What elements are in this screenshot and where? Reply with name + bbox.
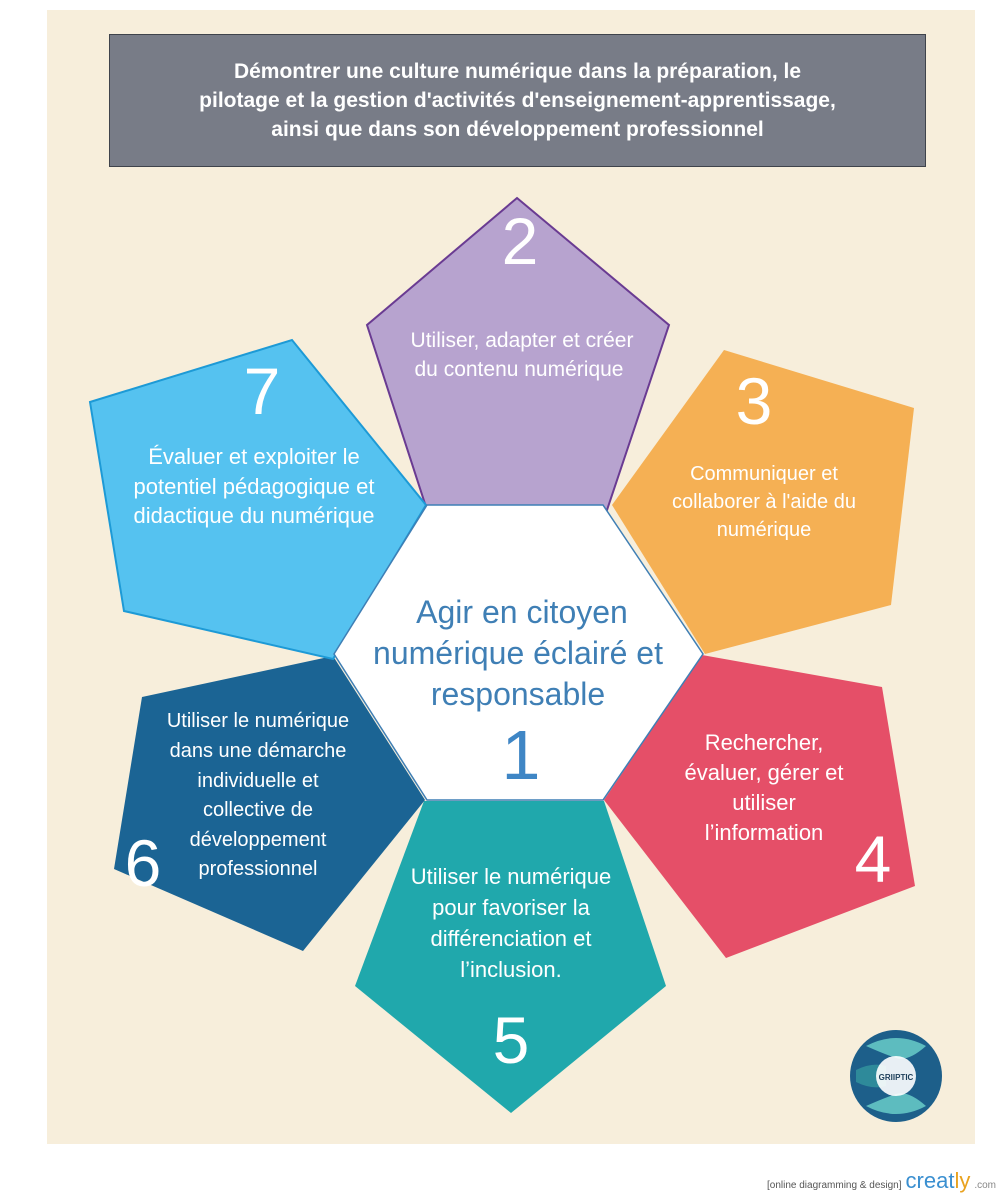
title-line-2: pilotage et la gestion d'activités d'ens… [199, 89, 836, 112]
competency-4-label-line-1: Rechercher, [705, 730, 824, 755]
competency-4-shape [604, 655, 915, 958]
competency-6-label-line-6: professionnel [199, 858, 318, 880]
competency-6-shape [114, 656, 425, 951]
page-title: Démontrer une culture numérique dans la … [158, 57, 878, 144]
competency-6-label-line-3: individuelle et [197, 770, 319, 792]
competency-7: 7 Évaluer et exploiter le potentiel péda… [88, 338, 428, 661]
header-box: Démontrer une culture numérique dans la … [109, 34, 926, 167]
competency-1: Agir en citoyen numérique éclairé et res… [333, 504, 704, 801]
footer-tagline: [online diagramming & design] [766, 1180, 902, 1191]
competency-1-shape [333, 504, 704, 801]
competency-5-number: 5 [493, 1003, 530, 1077]
competency-5-label-line-1: Utiliser le numérique [411, 864, 612, 889]
center-label-line-2: numérique éclairé et [373, 635, 663, 671]
griiptic-logo-text: GRIIPTIC [879, 1073, 914, 1082]
creately-logo-part-1: creat [905, 1168, 955, 1193]
competency-7-label-line-3: didactique du numérique [134, 503, 375, 528]
competency-2-label-line-1: Utiliser, adapter et créer [411, 329, 634, 352]
competency-5-label-line-4: l’inclusion. [460, 957, 562, 982]
competency-3-shape [612, 350, 914, 654]
competency-5-label-line-3: différenciation et [430, 926, 591, 951]
competency-3: 3 Communiquer et collaborer à l'aide du … [612, 350, 914, 654]
competency-4: Rechercher, évaluer, gérer et utiliser l… [604, 655, 915, 958]
creately-domain: .com [974, 1180, 996, 1191]
competency-7-label-line-2: potentiel pédagogique et [134, 474, 375, 499]
competency-3-label-line-1: Communiquer et [690, 463, 838, 485]
competency-3-number: 3 [736, 364, 773, 438]
competency-3-label-line-3: numérique [717, 519, 812, 541]
center-number: 1 [502, 716, 541, 794]
competency-5-label-line-2: pour favoriser la [432, 895, 591, 920]
title-line-3: ainsi que dans son développement profess… [271, 118, 764, 141]
title-line-1: Démontrer une culture numérique dans la … [233, 60, 802, 83]
competency-3-label-line-2: collaborer à l'aide du [672, 491, 856, 513]
creately-logo[interactable]: creatly [906, 1168, 971, 1194]
competency-6: Utiliser le numérique dans une démarche … [114, 656, 425, 951]
competency-4-label-line-3: utiliser [732, 790, 796, 815]
competency-6-label-line-1: Utiliser le numérique [167, 710, 349, 732]
center-label-line-1: Agir en citoyen [416, 594, 628, 630]
competency-7-number: 7 [244, 354, 281, 428]
competency-5: Utiliser le numérique pour favoriser la … [355, 801, 666, 1113]
competency-5-shape [355, 801, 666, 1113]
competency-6-label-line-5: développement [190, 829, 327, 851]
competency-6-label-line-4: collective de [203, 799, 313, 821]
competency-4-label-line-2: évaluer, gérer et [685, 760, 844, 785]
competency-4-number: 4 [855, 822, 892, 896]
footer-branding: [online diagramming & design] creatly .c… [767, 1168, 996, 1194]
competency-7-label-line-1: Évaluer et exploiter le [148, 444, 360, 469]
creately-logo-part-2: ly [954, 1168, 971, 1193]
competency-4-label-line-4: l’information [705, 820, 824, 845]
competency-6-number: 6 [125, 826, 162, 900]
center-label-line-3: responsable [431, 676, 605, 712]
competency-2-label-line-2: du contenu numérique [415, 358, 624, 381]
competency-2: 2 Utiliser, adapter et créer du contenu … [365, 196, 671, 511]
competency-2-number: 2 [502, 204, 539, 278]
griiptic-logo: GRIIPTIC [850, 1030, 942, 1122]
competency-6-label-line-2: dans une démarche [170, 740, 347, 762]
